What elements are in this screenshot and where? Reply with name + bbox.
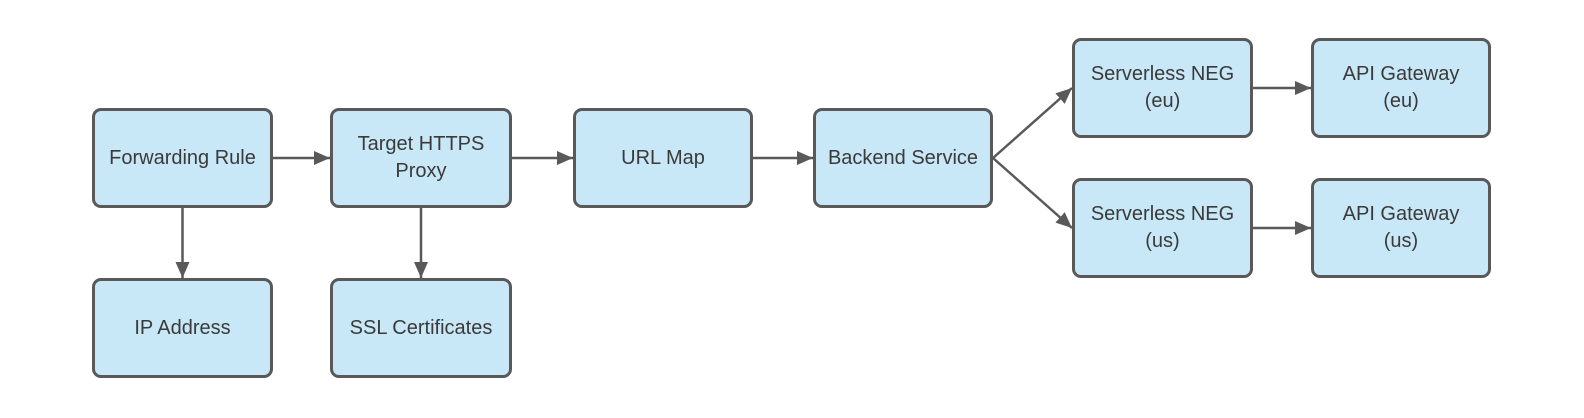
edge-backend-service-to-serverless-neg-eu [992, 87, 1073, 159]
node-backend-service-label: Backend Service [827, 146, 979, 169]
node-serverless-neg-eu: Serverless NEG (eu) [1072, 38, 1253, 138]
node-forwarding-rule-label: Forwarding Rule [109, 146, 256, 169]
node-api-gateway-eu: API Gateway (eu) [1311, 38, 1491, 138]
node-api-gateway-us-label: API Gateway (us) [1342, 203, 1460, 252]
node-serverless-neg-eu-label: Serverless NEG (eu) [1090, 63, 1235, 112]
node-ssl-certificates-label: SSL Certificates [349, 316, 493, 339]
node-ip-address: IP Address [92, 278, 273, 378]
node-api-gateway-eu-label: API Gateway (eu) [1342, 63, 1460, 112]
node-api-gateway-us: API Gateway (us) [1311, 178, 1491, 278]
node-serverless-neg-us: Serverless NEG (us) [1072, 178, 1253, 278]
node-serverless-neg-us-label: Serverless NEG (us) [1090, 203, 1235, 252]
node-url-map-label: URL Map [621, 146, 705, 169]
node-ssl-certificates: SSL Certificates [330, 278, 512, 378]
node-target-https-proxy-label: Target HTTPS Proxy [357, 133, 485, 182]
node-forwarding-rule: Forwarding Rule [92, 108, 273, 208]
node-url-map: URL Map [573, 108, 753, 208]
node-ip-address-label: IP Address [134, 316, 231, 339]
node-backend-service: Backend Service [813, 108, 993, 208]
node-target-https-proxy: Target HTTPS Proxy [330, 108, 512, 208]
edge-backend-service-to-serverless-neg-us [992, 157, 1073, 229]
